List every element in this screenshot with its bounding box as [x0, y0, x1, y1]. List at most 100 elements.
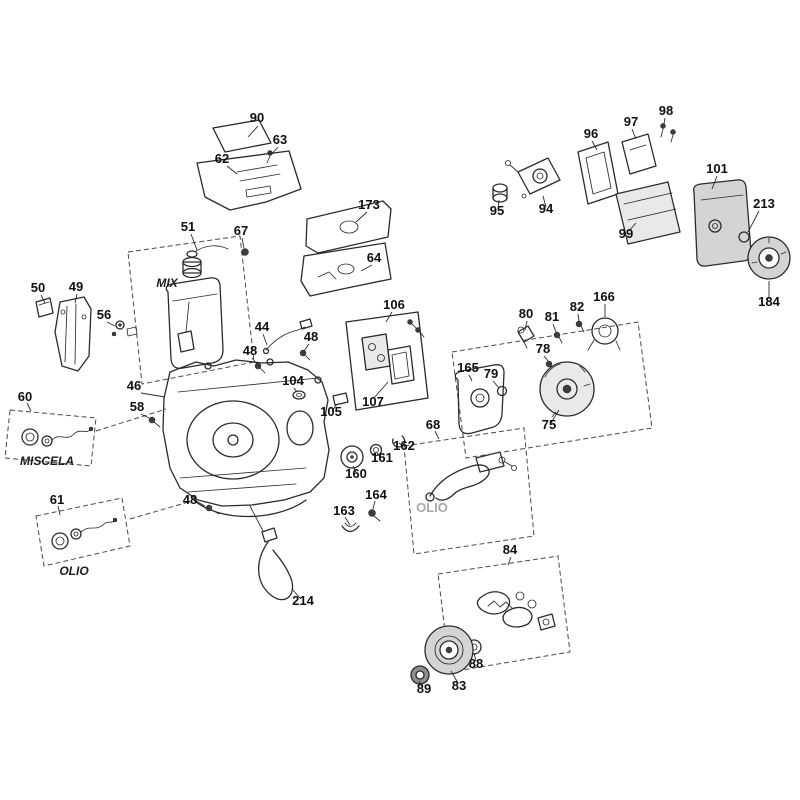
heat-shield-96: [577, 141, 619, 205]
miscela-box-group: [4, 408, 167, 467]
screw-48-left: [254, 362, 262, 370]
muffler-cover-101: [693, 179, 752, 267]
box-106: [345, 311, 429, 411]
part-label-81: 81: [545, 309, 559, 324]
plate-107: [387, 345, 415, 385]
part-label-61: 61: [50, 492, 64, 507]
fuel-tank-group: [127, 235, 255, 385]
grommet-104: [292, 390, 306, 400]
shroud-62: [196, 150, 302, 211]
bearing-group: [340, 435, 406, 533]
part-label-60: 60: [18, 389, 32, 404]
carburetor-plate-group: [332, 311, 429, 411]
part-label-105: 105: [320, 404, 342, 419]
part-label-101: 101: [706, 161, 728, 176]
crankcase-outline-46: [162, 359, 330, 507]
screw-78: [545, 360, 553, 368]
part-label-62: 62: [215, 151, 229, 166]
carburetor-94: [517, 157, 561, 195]
washer-79: [496, 385, 508, 397]
gasket-105: [332, 392, 349, 406]
part-label-106: 106: [383, 297, 405, 312]
miscela-dashed-box: [4, 409, 97, 467]
switch-80: [517, 325, 535, 343]
rope-214: [257, 541, 294, 601]
part-label-166: 166: [593, 289, 615, 304]
part-label-48: 48: [304, 329, 318, 344]
part-label-104: 104: [282, 373, 304, 388]
handle-49: [54, 296, 92, 372]
crankcase-group: [148, 358, 330, 518]
part-label-163: 163: [333, 503, 355, 518]
part-label-88: 88: [469, 656, 483, 671]
clutch-group: [410, 555, 571, 685]
caption-olio-pump: OLIO: [416, 500, 448, 515]
part-label-214: 214: [292, 593, 314, 608]
screw-81: [553, 331, 561, 339]
clutch-shoe: [502, 606, 533, 628]
bracket-50: [35, 297, 54, 318]
part-label-56: 56: [97, 307, 111, 322]
oil-pump-box-group: [403, 427, 535, 555]
caption-miscela: MISCELA: [20, 454, 74, 468]
muffler-group: [492, 123, 752, 267]
top-lid-90: [212, 119, 272, 153]
part-label-164: 164: [365, 487, 387, 502]
part-label-64: 64: [367, 250, 382, 265]
part-label-213: 213: [753, 196, 775, 211]
part-label-58: 58: [130, 399, 144, 414]
part-label-97: 97: [624, 114, 638, 129]
clip-56: [115, 320, 125, 330]
part-label-51: 51: [181, 219, 195, 234]
washer-161: [369, 443, 383, 457]
screw-164: [368, 509, 376, 517]
part-label-173: 173: [358, 197, 380, 212]
crank-chamber: [186, 400, 280, 480]
mix-cap-60: [21, 428, 39, 446]
part-label-165: 165: [457, 360, 479, 375]
grommet-67: [241, 248, 249, 256]
clip-163: [341, 525, 360, 533]
oil-cap-61: [51, 532, 69, 550]
olio-cap-group: [35, 497, 193, 567]
part-label-78: 78: [536, 341, 550, 356]
part-label-63: 63: [273, 132, 287, 147]
part-label-184: 184: [758, 294, 780, 309]
screw-48-right: [299, 349, 307, 357]
throttle-rod-44: [265, 326, 306, 351]
starter-plate-165: [454, 364, 505, 435]
part-label-82: 82: [570, 299, 584, 314]
gasket-64: [300, 242, 392, 297]
part-label-80: 80: [519, 306, 533, 321]
part-label-48: 48: [183, 492, 197, 507]
mix-dashed-box: [127, 235, 255, 385]
plate-a: [361, 333, 391, 371]
oil-hose: [429, 464, 490, 501]
fuel-filter: [177, 330, 195, 353]
part-label-75: 75: [542, 417, 556, 432]
box-68: [403, 427, 535, 555]
part-label-68: 68: [426, 417, 440, 432]
part-label-90: 90: [250, 110, 264, 125]
bearing-160: [340, 445, 364, 469]
olio-dashed-box: [35, 497, 131, 567]
part-label-94: 94: [539, 201, 554, 216]
circlip-162: [392, 435, 406, 448]
o-ring-213: [738, 231, 750, 243]
fuel-tank-body: [165, 277, 224, 369]
part-label-50: 50: [31, 280, 45, 295]
ignition-flywheel-group: [451, 317, 653, 459]
part-label-46: 46: [127, 378, 141, 393]
part-label-84: 84: [503, 542, 518, 557]
part-labels: 90 63 62 173 64 51 67 MIX 50 49 56 106 4…: [18, 103, 781, 696]
part-label-95: 95: [490, 203, 504, 218]
part-label-83: 83: [452, 678, 466, 693]
throttle-linkage-group: [254, 318, 313, 400]
ignition-coil-166: [591, 317, 619, 345]
clutch-shoe: [476, 591, 511, 615]
part-label-89: 89: [417, 681, 431, 696]
part-label-44: 44: [255, 319, 270, 334]
muffler-body-99: [615, 181, 681, 245]
caption-olio: OLIO: [59, 564, 89, 578]
plate-97: [621, 133, 657, 175]
